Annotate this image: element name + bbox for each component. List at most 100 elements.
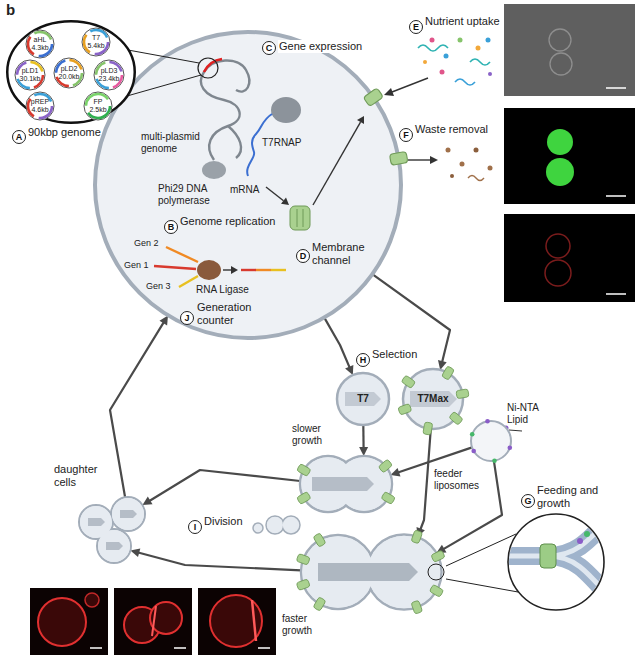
flow-arrow (359, 425, 368, 456)
node-outline-part (296, 530, 445, 614)
text-slot: multi-plasmid genome (141, 131, 203, 154)
node-outline-part-part-part (296, 553, 310, 565)
arrow-line (420, 429, 431, 531)
text-slot: pLD2 20.0kb (53, 57, 85, 89)
arrow-head (345, 365, 353, 375)
red-micrograph-part (546, 234, 570, 258)
panel-letter: b (6, 1, 15, 18)
division-figure-part (253, 523, 263, 533)
fluorescence-images-part (210, 595, 262, 647)
node-label: FP 2.5kb (86, 98, 110, 114)
node-outline-part (17, 62, 43, 88)
node-outline-part (403, 369, 463, 429)
node-outline-part-part (485, 419, 490, 424)
membrane-zoom-part (500, 516, 612, 600)
node-outline-part-part-part (296, 579, 310, 591)
red-micrograph (504, 214, 635, 302)
growing-cell: slower growth (300, 455, 392, 513)
text-slot: FP 2.5kb (83, 91, 113, 121)
division-figure-part (266, 516, 284, 534)
node-outline-part-part (271, 269, 286, 271)
membrane-zoom-part-part (577, 538, 583, 544)
node-outline-part-part (127, 75, 201, 96)
node-outline-part-part-part (401, 375, 415, 388)
green-micrograph-part (547, 129, 573, 155)
fluorescence-images-part (85, 593, 99, 607)
selected-cell: T7 (336, 372, 390, 426)
growing-cell: faster growth (300, 535, 442, 610)
node-outline-part (28, 94, 52, 118)
callout-letter: I (188, 520, 202, 534)
label-slot: Selection (372, 348, 417, 361)
callout-letter: H (356, 353, 370, 367)
node-outline-part (96, 62, 122, 88)
text-slot: T7Max (402, 368, 464, 430)
nutrients-part (440, 70, 445, 75)
node-label: T7 5.4kb (84, 34, 108, 50)
lipid-pointer-part (509, 430, 522, 431)
membrane-zoom-part-part (540, 544, 556, 568)
arrow-line (324, 318, 350, 369)
waste-part (468, 176, 484, 181)
node-outline-part-part-part (389, 151, 407, 165)
node-label: daughter cells (54, 463, 104, 488)
part-label: mRNA (230, 184, 264, 196)
node-outline-part-part (423, 422, 433, 435)
nutrients-part (384, 88, 394, 96)
green-micrograph-part (504, 108, 635, 204)
text-slot: Phi29 DNA polymerase (158, 183, 220, 206)
node-outline-part-part-part (423, 422, 433, 435)
node-outline-part-part (88, 518, 105, 526)
genome-inset: 90kbp genomeaHL 4.3kbT7 5.4kbpLD1 30.1kb… (6, 20, 136, 124)
label-slot: Generation counter (197, 301, 259, 326)
node-outline-part-part (357, 116, 364, 124)
plasmid-circle: FP 2.5kb (83, 91, 113, 121)
node-outline-part-part (378, 459, 392, 473)
node-outline-part-part (296, 553, 310, 565)
flow-arrow (372, 274, 450, 370)
caption-text: Selection (372, 348, 417, 361)
node-outline-part-part-part (456, 389, 469, 399)
node-outline-part-part (471, 449, 476, 454)
fluorescence-images-part (258, 647, 270, 649)
node-outline-part-part (492, 458, 497, 463)
node-outline-part (111, 497, 145, 531)
node-outline-part-part-part (429, 584, 443, 597)
node-outline-part-part (297, 464, 311, 477)
text-slot: aHL 4.3kb (25, 29, 55, 59)
division-figure (253, 516, 300, 534)
brightfield-micrograph-part (550, 53, 572, 75)
node-outline-part-part (241, 269, 256, 271)
node-outline-part-part (297, 492, 311, 505)
node-outline-part-part (256, 269, 271, 271)
part-label: Gen 1 (124, 260, 154, 270)
brightfield-micrograph-part (504, 4, 635, 96)
arrow-line (110, 321, 164, 497)
nutrients-part (430, 38, 435, 43)
red-micrograph-part (606, 293, 626, 295)
label-slot: Feeding and growth (537, 484, 609, 509)
text-slot: Gen 2 (134, 238, 164, 248)
fluorescence-images-part (174, 647, 186, 649)
caption-text: Division (204, 515, 243, 528)
flow-arrow (130, 548, 301, 570)
arrow-line (149, 470, 301, 502)
node-outline-part-part (428, 564, 444, 580)
plasmid-circle: pLD1 30.1kb (14, 59, 46, 91)
plasmid-circle: aHL 4.3kb (25, 29, 55, 59)
flow-arrow (324, 318, 353, 376)
brightfield-micrograph-part (606, 87, 626, 89)
nutrients-part (458, 38, 463, 43)
node-outline-part-part-part (442, 366, 455, 380)
nutrients-part (486, 38, 491, 43)
node-label: pLD1 30.1kb (17, 67, 43, 83)
membrane-zoom-part-part (500, 516, 612, 600)
node-outline-part-part-part (297, 492, 311, 505)
node-outline-part (17, 62, 43, 88)
label-slot: D (296, 245, 310, 263)
node-outline-part-part (297, 209, 298, 227)
node-outline-part-part (313, 122, 361, 205)
node-outline (300, 455, 392, 513)
text-slot: faster growth (282, 613, 326, 636)
